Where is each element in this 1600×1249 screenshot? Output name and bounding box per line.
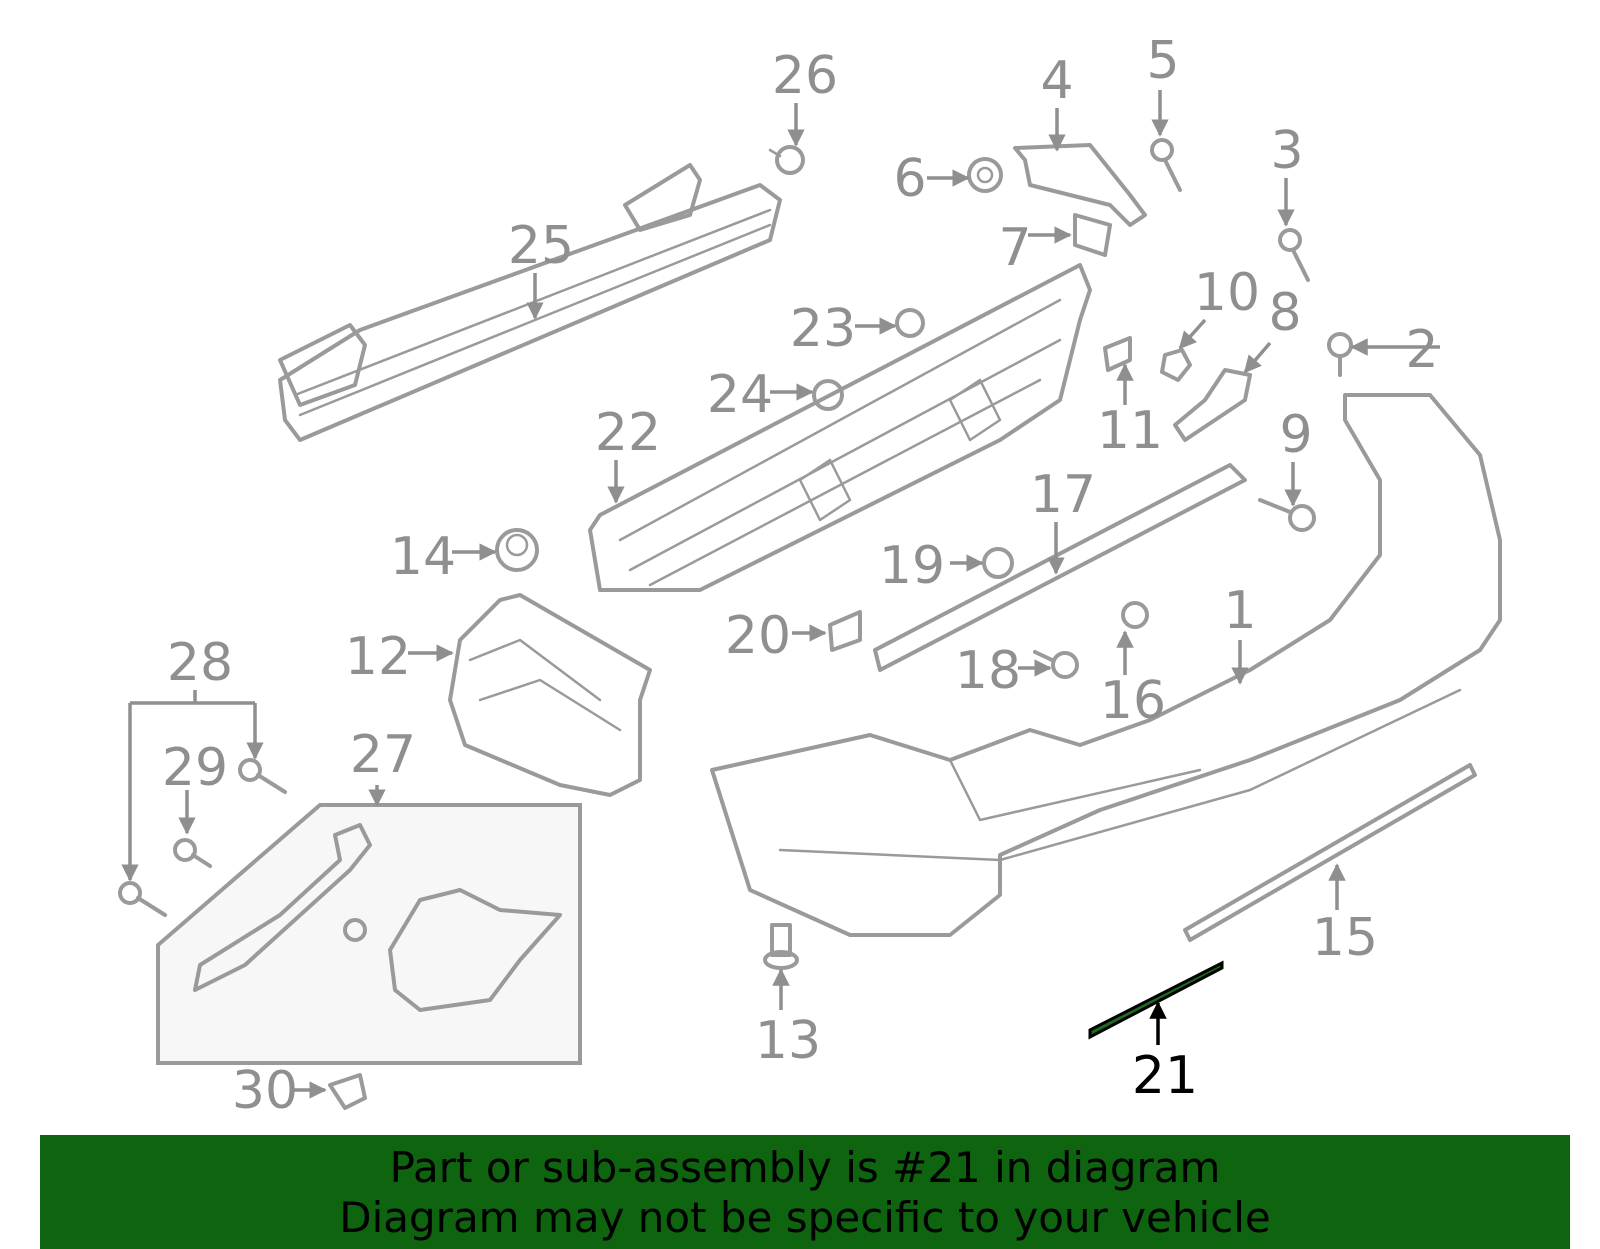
callout-2: 2 [1405,320,1438,380]
callout-17: 17 [1030,465,1096,525]
part-15-molding [1183,763,1477,942]
part-5-bolt [1150,138,1182,192]
part-13-push-pin [763,923,799,970]
callout-13: 13 [755,1011,821,1071]
callout-10: 10 [1194,263,1260,323]
callout-22: 22 [595,403,661,463]
part-21-highlighted-molding [1088,960,1224,1040]
part-8-bracket [1173,368,1252,442]
part-1-bumper-cover [710,393,1502,937]
callout-30: 30 [232,1061,298,1121]
callout-15: 15 [1312,908,1378,968]
part-12-bracket [448,593,652,797]
part-14-nut [495,528,539,572]
part-17-retainer [873,463,1247,672]
callout-9: 9 [1279,405,1312,465]
info-banner: Part or sub-assembly is #21 in diagram D… [40,1135,1570,1249]
callout-6: 6 [893,149,926,209]
callout-4: 4 [1040,51,1073,111]
part-4-bracket [1013,143,1147,227]
callout-25: 25 [508,216,574,276]
callout-27: 27 [350,725,416,785]
part-3-screw [1278,228,1310,282]
part-22-energy-absorber [588,263,1092,592]
callout-14: 14 [390,527,456,587]
part-2-push-pin [1327,332,1353,377]
banner-line-2: Diagram may not be specific to your vehi… [339,1193,1271,1242]
part-20-clip [828,610,862,652]
part-30-clip [328,1073,367,1110]
banner-line-1: Part or sub-assembly is #21 in diagram [389,1143,1221,1192]
callout-26: 26 [772,46,838,106]
callout-29: 29 [162,738,228,798]
callout-7: 7 [998,218,1031,278]
part-28-bolts [118,690,287,917]
callout-3: 3 [1270,121,1303,181]
part-6-nut [967,157,1003,193]
callout-24: 24 [707,365,773,425]
part-18-bolt [1033,650,1079,679]
callout-16: 16 [1100,671,1166,731]
callout-5: 5 [1146,31,1179,91]
leader-lines [178,90,1440,1099]
part-9-bolt [1258,498,1316,532]
callout-1: 1 [1223,581,1256,641]
callout-20: 20 [725,606,791,666]
callout-8: 8 [1268,283,1301,343]
part-29-bolt [173,838,212,868]
callout-21-highlighted: 21 [1132,1046,1198,1106]
part-16-pin [1121,601,1149,629]
callout-12: 12 [345,627,411,687]
callout-19: 19 [879,536,945,596]
part-11-clip [1103,336,1132,372]
part-25-reinforcement-beam [278,163,782,442]
part-7-clip [1073,213,1112,257]
part-10-nut [1160,348,1192,382]
part-26-bolt [768,145,805,175]
part-27-bracket-kit [156,803,582,1065]
callout-28: 28 [167,633,233,693]
part-24-nut [812,379,844,411]
callout-23: 23 [790,299,856,359]
part-19-nut [982,547,1014,579]
callout-11: 11 [1097,401,1163,461]
part-23-pin [895,308,925,338]
callout-18: 18 [955,641,1021,701]
